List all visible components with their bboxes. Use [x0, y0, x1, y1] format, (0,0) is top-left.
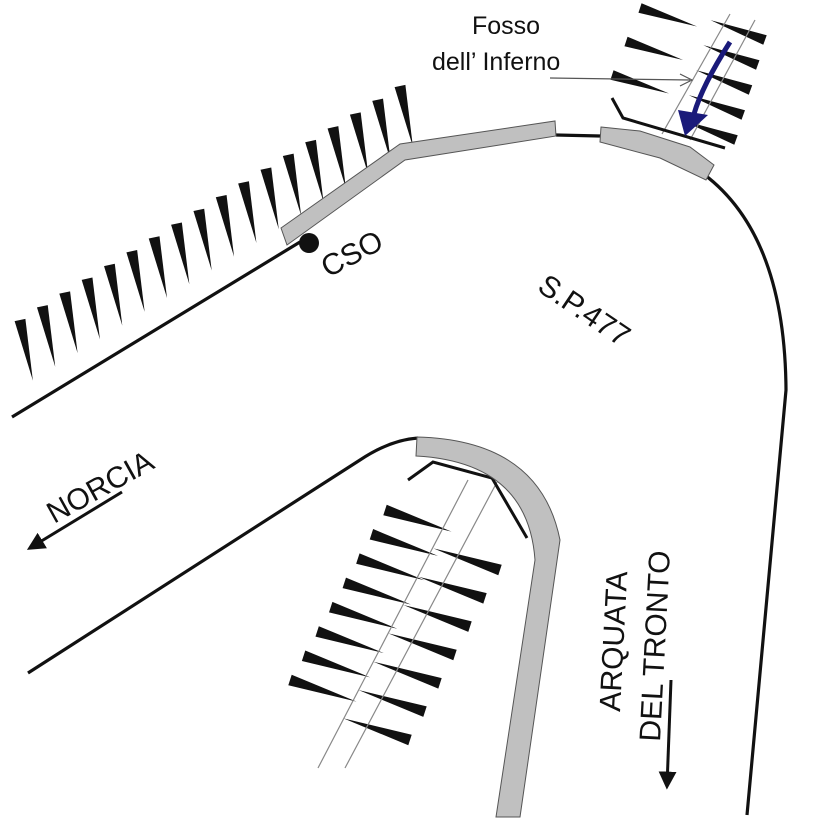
slope-hachures-top-left: [14, 84, 413, 381]
stream-channel-bottom: [317, 460, 529, 769]
road-band-upper-left: [280, 120, 557, 246]
fosso-pointer-line: [549, 77, 691, 81]
road-band-inner-curve: [415, 436, 561, 818]
slope-hachure-mark: [81, 277, 100, 340]
slope-hachure-mark: [349, 112, 369, 175]
station-marker-icon: [299, 233, 319, 253]
slope-hachure-mark: [383, 504, 452, 532]
norcia-label: NORCIA: [41, 445, 159, 530]
slope-hachure-mark: [59, 291, 78, 354]
slope-hachure-mark: [388, 633, 457, 661]
slope-hachure-mark: [372, 98, 391, 161]
road-band-upper-right: [599, 126, 715, 181]
slope-hachure-mark: [329, 601, 398, 629]
slope-hachure-mark: [282, 153, 302, 216]
slope-hachure-mark: [36, 305, 56, 367]
slope-hachure-mark: [369, 529, 439, 556]
slope-hachure-mark: [710, 20, 767, 45]
arquata-label-line1: ARQUATA: [594, 570, 634, 712]
fosso-label-line1: Fosso: [472, 12, 540, 40]
slope-hachure-mark: [288, 674, 357, 702]
slope-hachure-mark: [14, 318, 33, 381]
slope-hachure-mark: [148, 236, 168, 299]
slope-hachure-mark: [610, 70, 670, 94]
fosso-pointer-arrowhead: [679, 73, 694, 87]
road-outer-edge: [11, 133, 788, 816]
slope-hachure-mark: [305, 139, 324, 202]
fosso-label-line2: dell’ Inferno: [432, 48, 560, 76]
slope-hachure-mark: [343, 718, 412, 746]
slope-hachure-mark: [433, 548, 502, 576]
slope-hachure-mark: [403, 605, 472, 632]
slope-hachure-mark: [171, 222, 190, 285]
slope-hachure-mark: [688, 95, 745, 120]
slope-hachure-mark: [356, 553, 425, 581]
slope-hachure-mark: [394, 84, 413, 147]
slope-hachure-mark: [358, 690, 427, 717]
slope-hachure-mark: [126, 250, 145, 312]
slope-hachure-mark: [215, 194, 235, 257]
slope-hachure-mark: [104, 263, 123, 326]
slope-hachure-mark: [315, 626, 384, 654]
road-name-label: S.P.477: [532, 268, 636, 353]
slope-hachures-bottom: [288, 504, 502, 746]
stream-flow-arrow-icon: [678, 40, 733, 136]
slope-hachure-mark: [342, 577, 411, 605]
slope-hachure-mark: [703, 45, 760, 70]
station-label: CSO: [316, 225, 389, 285]
slope-hachure-mark: [238, 181, 257, 243]
slope-hachure-mark: [418, 576, 487, 604]
arquata-direction-arrow-icon: [658, 679, 677, 790]
slope-hachure-mark: [327, 126, 346, 188]
slope-hachure-mark: [638, 3, 698, 27]
slope-hachure-mark: [193, 208, 212, 271]
slope-hachure-mark: [260, 167, 279, 230]
slope-hachure-mark: [373, 661, 442, 689]
slope-hachure-mark: [624, 36, 684, 61]
slope-hachure-mark: [301, 650, 371, 678]
norcia-direction-arrow-icon: [26, 490, 123, 550]
road-inner-edge: [27, 436, 419, 675]
